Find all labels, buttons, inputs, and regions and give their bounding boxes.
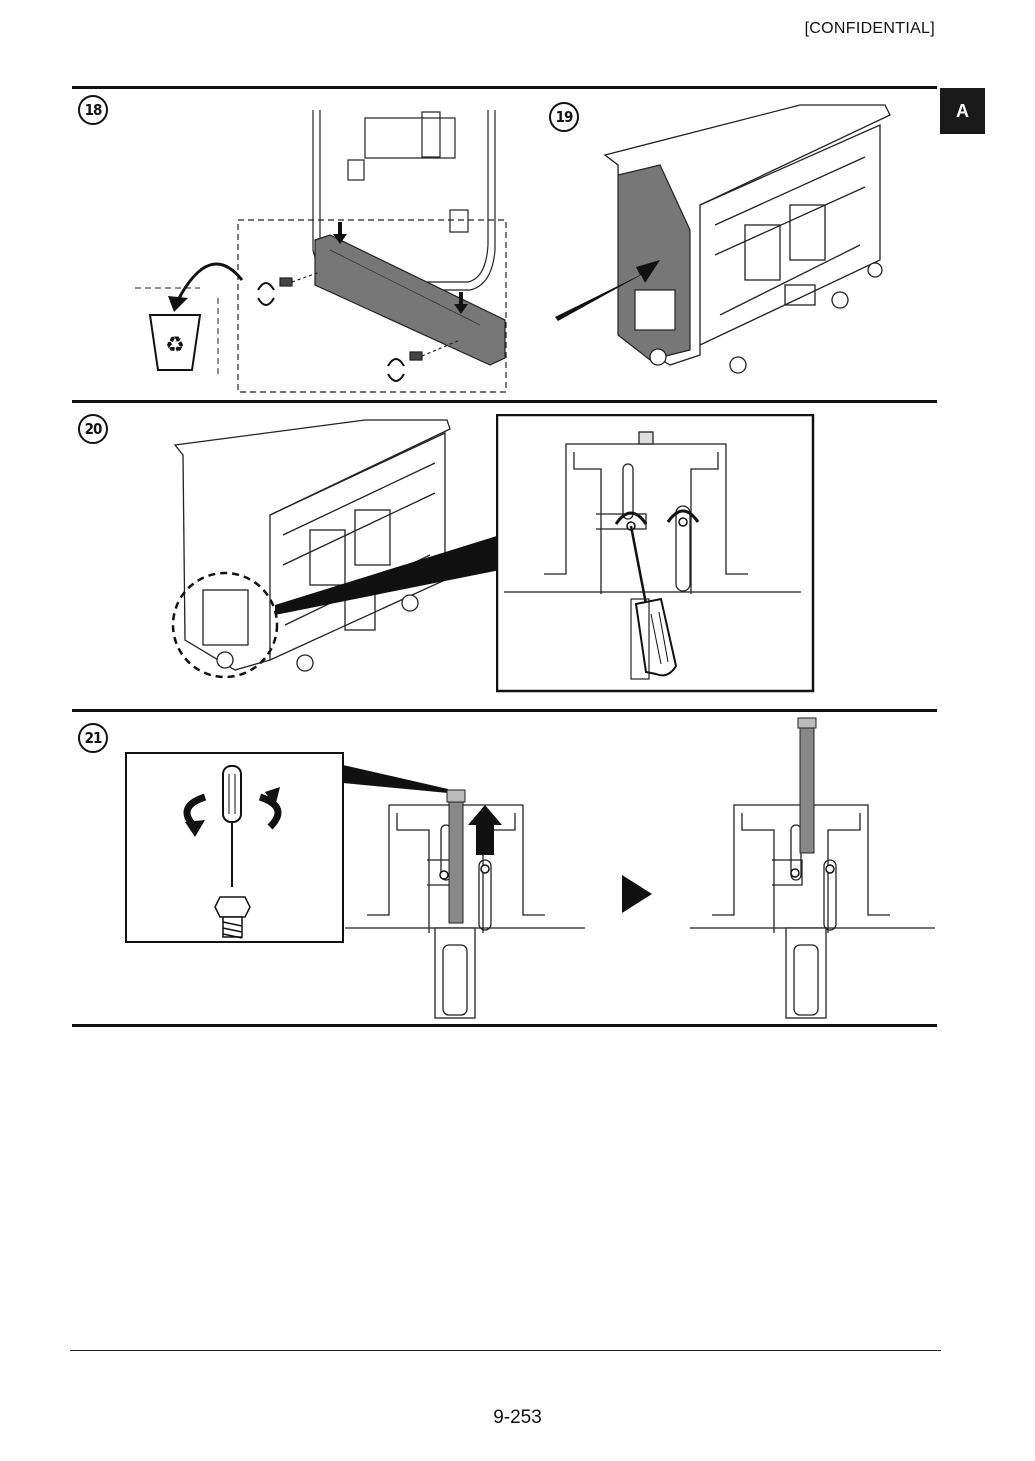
step-20-detail: [496, 414, 815, 693]
step-divider-top: [72, 86, 937, 89]
zoom-circle: [171, 571, 279, 679]
step-number-19: 19: [549, 102, 579, 132]
next-step-triangle-icon: [622, 875, 652, 913]
step-21-callout: [343, 765, 448, 793]
recycle-bin-icon: ♻: [148, 314, 202, 371]
step-18-illustration: ♻: [135, 110, 507, 393]
rotate-screw-icon: [257, 282, 405, 382]
push-arrow-icon: [555, 260, 660, 321]
step-20-illustration: [171, 419, 500, 679]
screwdriver-icon: [629, 525, 678, 677]
section-tab: A: [940, 88, 985, 134]
page-number: 9-253: [493, 1407, 542, 1428]
footer-divider: [70, 1350, 941, 1351]
step-number-18: 18: [78, 95, 108, 125]
step-19-illustration: [555, 104, 891, 374]
step-21-before: [345, 789, 585, 1019]
step-number-20: 20: [78, 414, 108, 444]
step-21-detail: [125, 752, 344, 943]
step-divider-row2: [72, 400, 937, 403]
step-21-after: [690, 717, 935, 1019]
confidential-label: [CONFIDENTIAL]: [804, 20, 935, 37]
svg-text:♻: ♻: [165, 333, 185, 358]
screwdriver-icon: [222, 765, 242, 887]
step-number-21: 21: [78, 723, 108, 753]
step-divider-bottom: [72, 1024, 937, 1027]
step-divider-row3: [72, 709, 937, 712]
